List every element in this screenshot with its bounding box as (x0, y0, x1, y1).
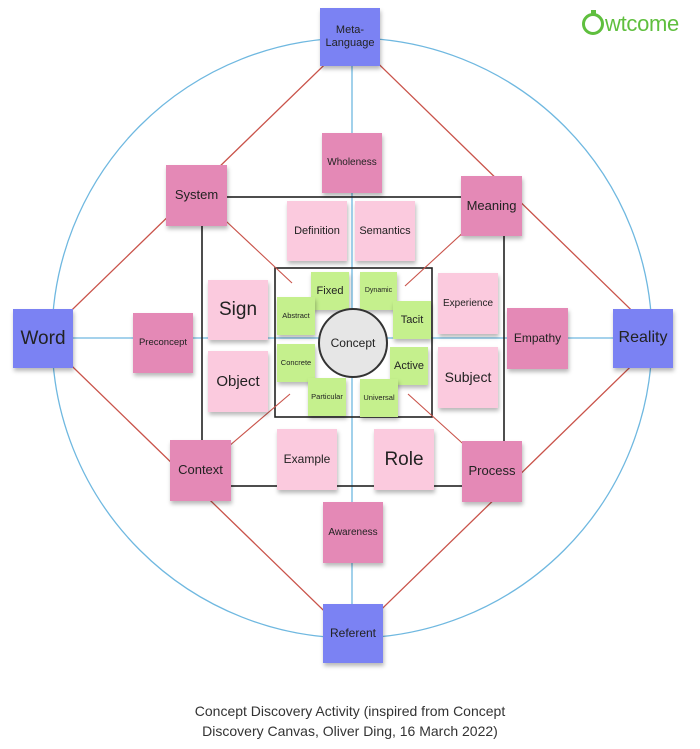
note-active: Active (390, 347, 428, 385)
note-universal: Universal (360, 379, 398, 417)
note-label: Sign (218, 299, 258, 321)
caption-line-2: Discovery Canvas, Oliver Ding, 16 March … (202, 722, 498, 739)
note-label: Role (384, 448, 424, 470)
note-process: Process (462, 441, 522, 502)
note-label: Universal (363, 392, 395, 402)
note-label: Meta- Language (325, 24, 375, 49)
logo-text: wtcome (605, 11, 679, 36)
note-label: System (174, 187, 219, 203)
note-preconcept: Preconcept (133, 313, 193, 373)
note-particular: Particular (308, 378, 346, 416)
note-label: Semantics (359, 224, 411, 237)
note-label: Reality (618, 329, 668, 347)
note-empathy: Empathy (507, 308, 568, 369)
note-awareness: Awareness (323, 502, 383, 563)
note-label: Concrete (280, 357, 312, 367)
note-wholeness: Wholeness (322, 133, 382, 193)
note-label: Subject (444, 369, 492, 386)
inner-square (274, 267, 433, 418)
center-label: Concept (330, 336, 376, 350)
note-label: Awareness (328, 526, 378, 538)
note-context: Context (170, 440, 231, 501)
note-tacit: Tacit (393, 301, 431, 339)
outer-square (201, 196, 505, 487)
note-label: Tacit (400, 313, 424, 326)
note-subject: Subject (438, 347, 498, 408)
note-reality: Reality (613, 309, 673, 368)
note-label: Particular (311, 391, 343, 401)
note-concrete: Concrete (277, 344, 315, 382)
note-system: System (166, 165, 227, 226)
note-label: Example (283, 451, 331, 466)
note-label: Active (394, 359, 424, 372)
note-label: Dynamic (364, 286, 393, 294)
note-definition: Definition (287, 201, 347, 261)
note-label: Experience (442, 297, 494, 309)
note-semantics: Semantics (355, 201, 415, 261)
concept-center-circle: Concept (318, 308, 388, 378)
note-abstract: Abstract (277, 297, 315, 335)
note-label: Wholeness (327, 157, 377, 169)
note-meaning: Meaning (461, 176, 522, 236)
note-label: Preconcept (138, 336, 188, 348)
note-label: Process (468, 463, 516, 479)
note-label: Definition (294, 224, 340, 237)
note-fixed: Fixed (311, 272, 349, 310)
logo-mark-icon (582, 10, 604, 35)
note-label: Fixed (316, 284, 344, 297)
note-object: Object (208, 351, 268, 412)
note-experience: Experience (438, 273, 498, 334)
note-role: Role (374, 429, 434, 490)
note-label: Context (178, 462, 223, 478)
note-sign: Sign (208, 280, 268, 340)
note-label: Object (216, 372, 260, 390)
note-example: Example (277, 429, 337, 490)
note-label: Referent (329, 625, 377, 640)
note-referent: Referent (323, 604, 383, 663)
note-word: Word (13, 309, 73, 368)
note-dynamic: Dynamic (360, 272, 397, 310)
caption: Concept Discovery Activity (inspired fro… (150, 702, 550, 741)
caption-line-1: Concept Discovery Activity (inspired fro… (194, 703, 506, 719)
note-label: Meaning (466, 197, 517, 213)
note-meta-language: Meta- Language (320, 8, 380, 66)
owtcome-logo: wtcome (582, 8, 679, 40)
note-label: Abstract (282, 310, 310, 320)
note-label: Empathy (513, 330, 562, 345)
note-label: Word (20, 327, 66, 349)
